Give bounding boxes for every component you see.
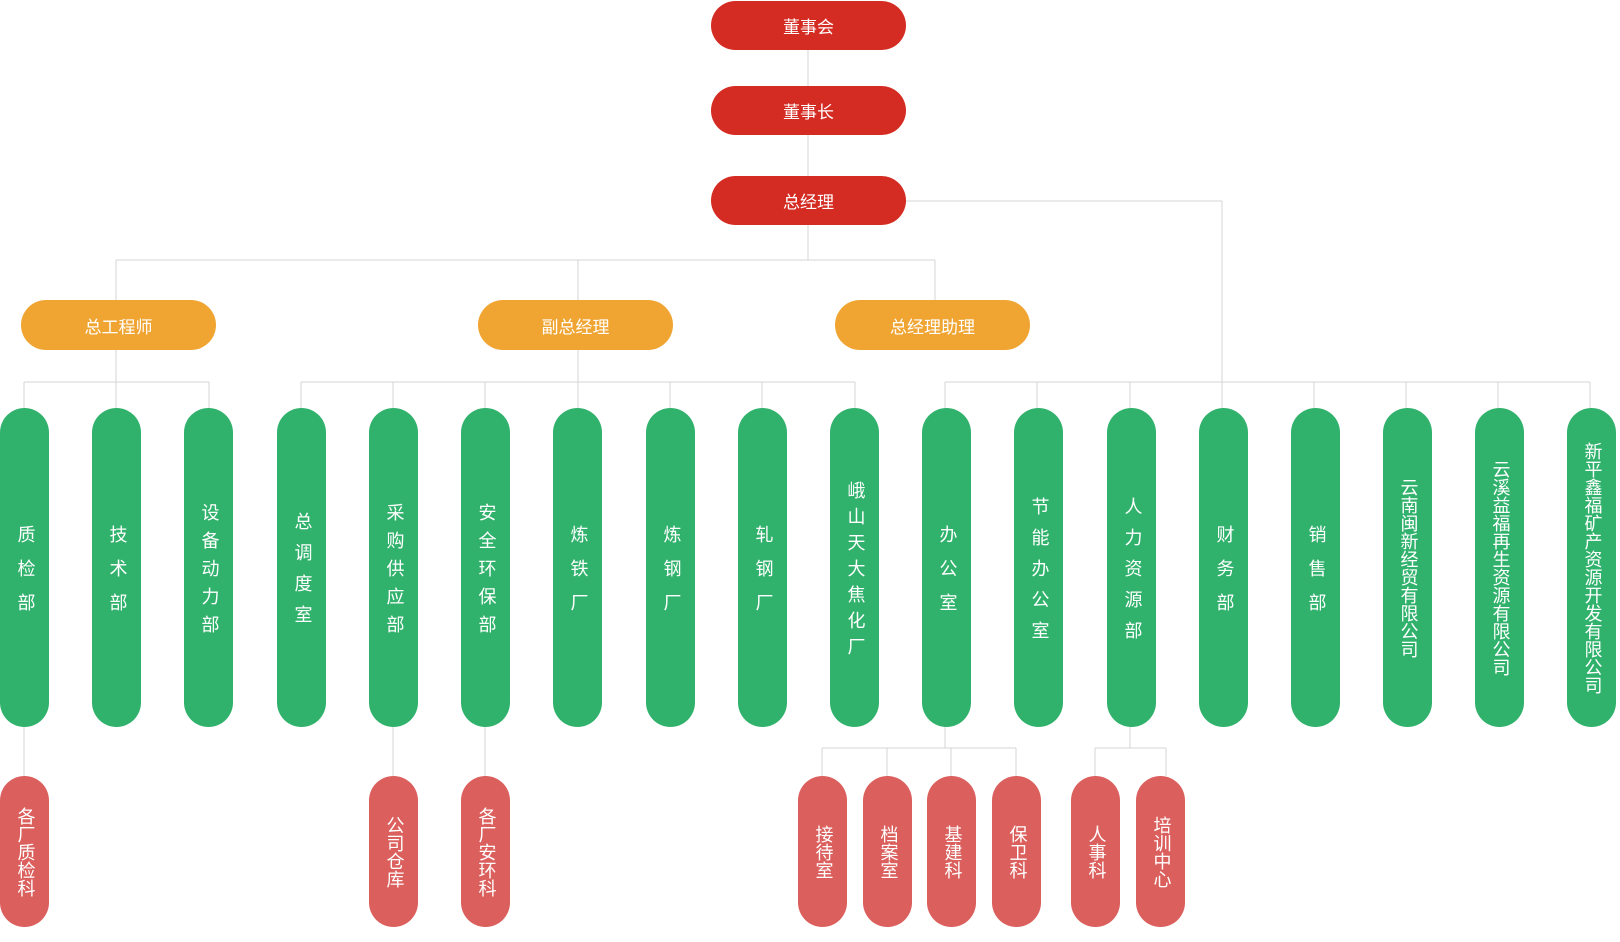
finance-dept-node: 财务部 xyxy=(1199,408,1248,727)
safety-environment-dept-node: 安全环保部 xyxy=(461,408,510,727)
assistant-general-manager-node: 总经理助理 xyxy=(835,300,1030,350)
security-section-node: 保卫科 xyxy=(992,776,1041,927)
rolling-mill-node: 轧钢厂 xyxy=(738,408,787,727)
archives-room-node: 档案室 xyxy=(863,776,912,927)
equipment-power-dept-node: 设备动力部 xyxy=(184,408,233,727)
general-office-node: 办公室 xyxy=(922,408,971,727)
chief-engineer-node: 总工程师 xyxy=(21,300,216,350)
plant-safety-environment-section-node: 各厂安环科 xyxy=(461,776,510,927)
personnel-section-node: 人事科 xyxy=(1071,776,1120,927)
human-resources-dept-node: 人力资源部 xyxy=(1107,408,1156,727)
general-dispatch-office-node: 总调度室 xyxy=(277,408,326,727)
xinping-xinfu-mining-company-node: 新平鑫福矿产资源开发有限公司 xyxy=(1567,408,1616,727)
training-center-node: 培训中心 xyxy=(1136,776,1185,927)
eshan-tianda-coking-plant-node: 峨山天大焦化厂 xyxy=(830,408,879,727)
technology-dept-node: 技术部 xyxy=(92,408,141,727)
ironmaking-plant-node: 炼铁厂 xyxy=(553,408,602,727)
capital-construction-section-node: 基建科 xyxy=(927,776,976,927)
chairman-node: 董事长 xyxy=(711,86,906,135)
procurement-supply-dept-node: 采购供应部 xyxy=(369,408,418,727)
steelmaking-plant-node: 炼钢厂 xyxy=(646,408,695,727)
reception-room-node: 接待室 xyxy=(798,776,847,927)
company-warehouse-node: 公司仓库 xyxy=(369,776,418,927)
quality-inspection-dept-node: 质检部 xyxy=(0,408,49,727)
deputy-general-manager-node: 副总经理 xyxy=(478,300,673,350)
sales-dept-node: 销售部 xyxy=(1291,408,1340,727)
yunxi-yifu-recycling-company-node: 云溪益福再生资源有限公司 xyxy=(1475,408,1524,727)
energy-saving-office-node: 节能办公室 xyxy=(1014,408,1063,727)
general-manager-node: 总经理 xyxy=(711,176,906,225)
yunnan-minxin-trade-company-node: 云南闽新经贸有限公司 xyxy=(1383,408,1432,727)
board-of-directors-node: 董事会 xyxy=(711,1,906,50)
plant-quality-inspection-section-node: 各厂质检科 xyxy=(0,776,49,927)
